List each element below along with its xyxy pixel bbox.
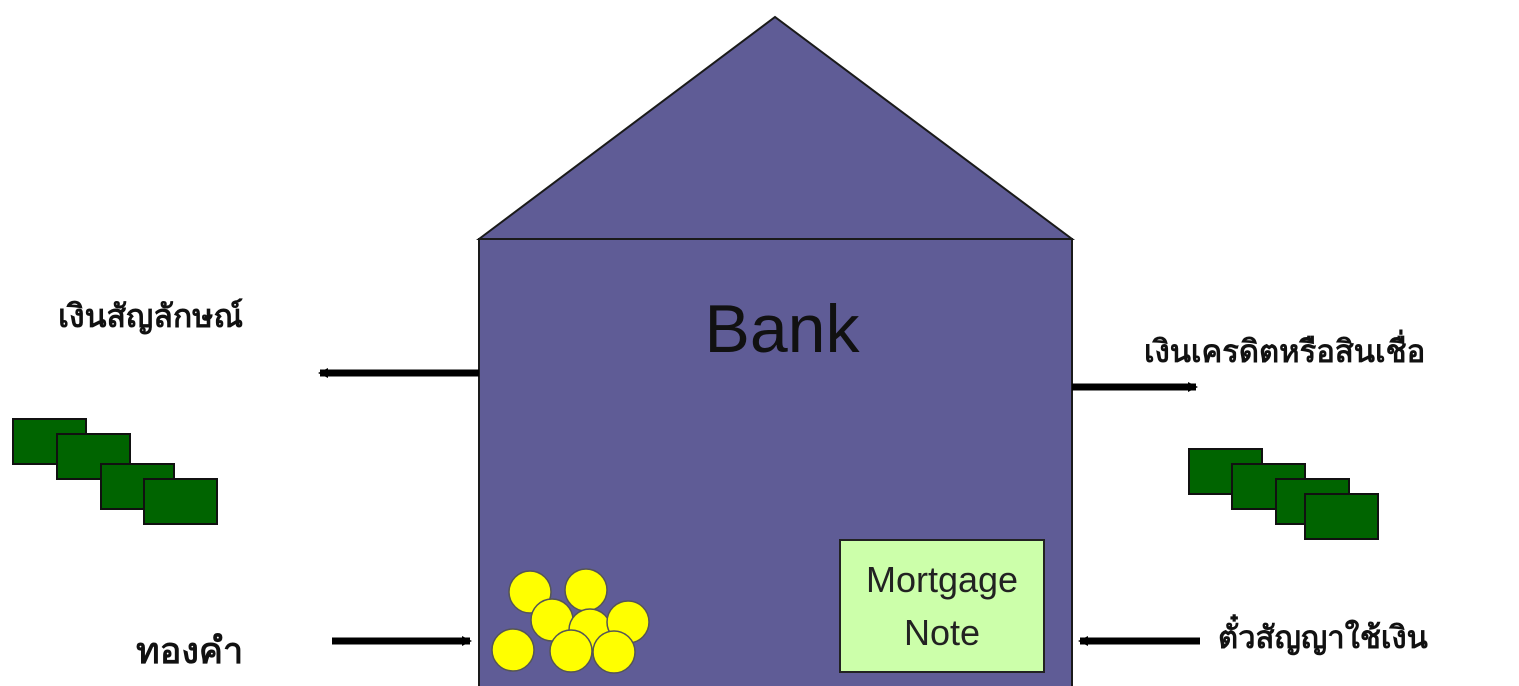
banknote <box>1304 493 1379 540</box>
label-gold: ทองคำ <box>136 631 243 672</box>
mortgage-note-line1: Mortgage <box>866 559 1018 600</box>
gold-coin <box>564 568 608 612</box>
label-promissory-note: ตั๋วสัญญาใช้เงิน <box>1218 613 1428 656</box>
bank-roof <box>476 15 1076 240</box>
banknote <box>143 478 218 525</box>
gold-coin <box>592 630 636 674</box>
label-fiat-money: เงินสัญลักษณ์ <box>58 297 243 335</box>
gold-coin <box>549 629 593 673</box>
mortgage-note-box <box>839 539 1045 673</box>
banknote-stack-left <box>12 418 218 525</box>
banknote-stack-right <box>1188 448 1379 540</box>
gold-coins <box>491 568 650 674</box>
bank-title: Bank <box>705 291 861 367</box>
gold-coin <box>491 628 535 672</box>
bank-building: Bank <box>476 15 1076 686</box>
mortgage-note-line2: Note <box>904 612 980 653</box>
mortgage-note: Mortgage Note <box>839 539 1045 673</box>
label-credit-money: เงินเครดิตหรือสินเชื่อ <box>1144 329 1425 370</box>
